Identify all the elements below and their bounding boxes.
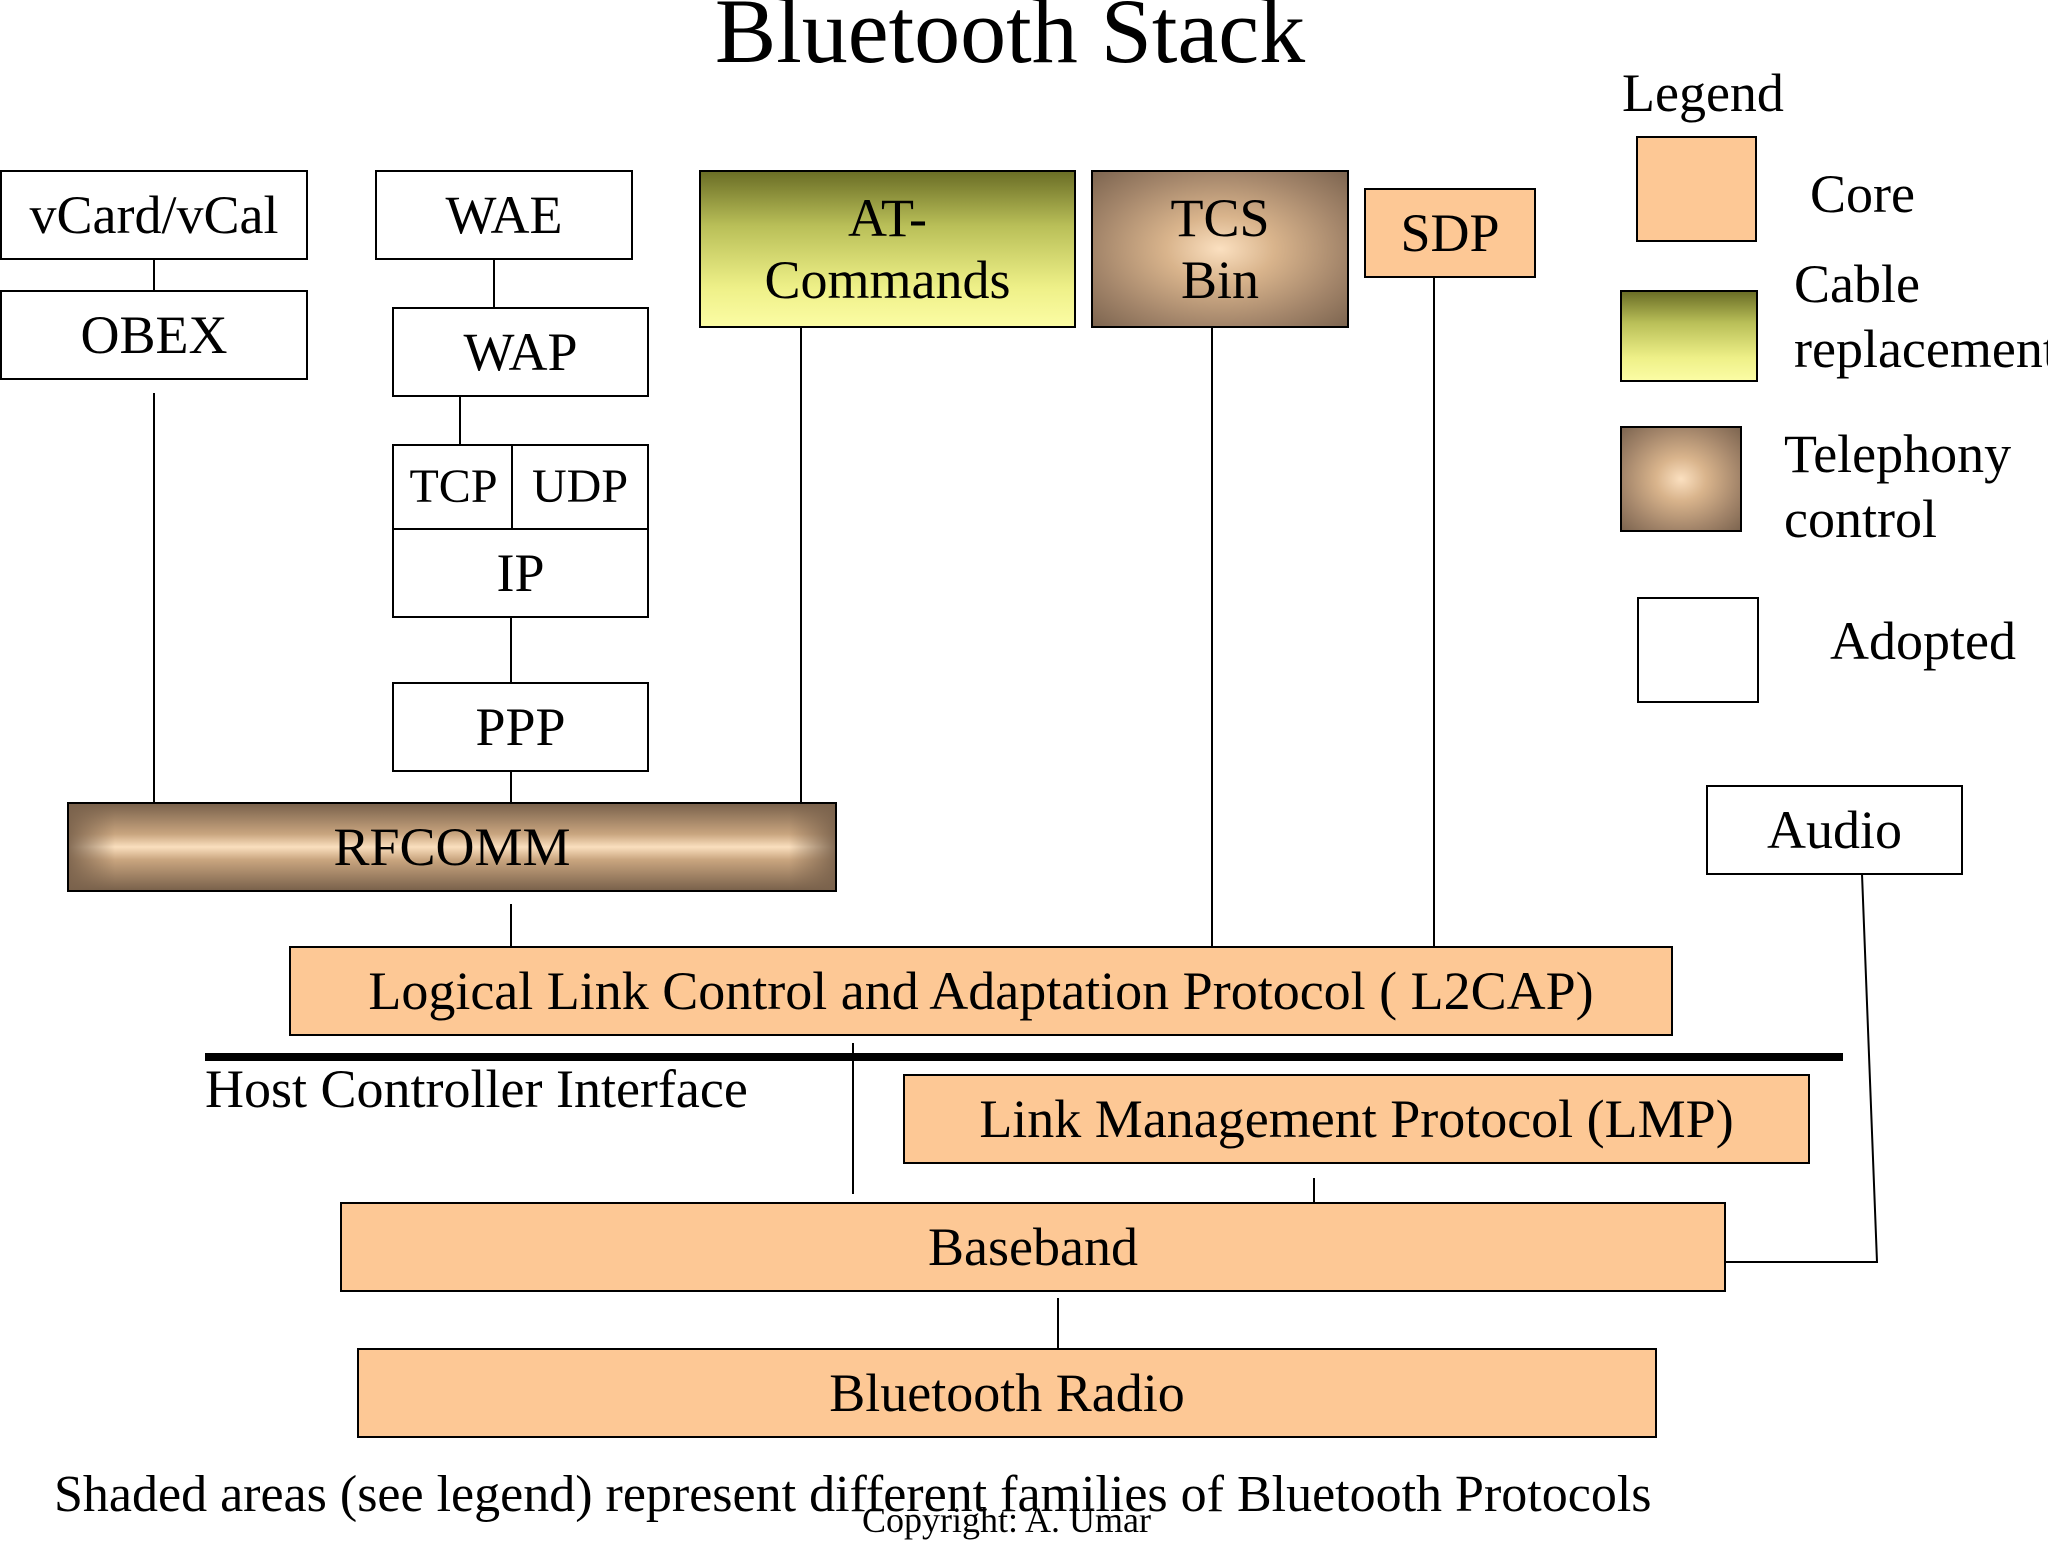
tcs-bin-box: TCS Bin [1091,170,1349,328]
at-commands-box: AT- Commands [699,170,1076,328]
vcard-vcal-box: vCard/vCal [0,170,308,260]
caption: Shaded areas (see legend) represent diff… [54,1466,1652,1523]
ip-box: IP [392,528,649,618]
tcp-box: TCP [392,444,513,530]
connector-audio-baseband [1724,873,1879,1263]
ppp-box: PPP [392,682,649,772]
legend-telephony-label: Telephony control [1784,424,2012,549]
legend-adopted-swatch [1637,597,1759,703]
udp-box: UDP [511,444,649,530]
l2cap-box: Logical Link Control and Adaptation Prot… [289,946,1673,1036]
wap-box: WAP [392,307,649,397]
legend-core-swatch [1636,136,1757,242]
audio-box: Audio [1706,785,1963,875]
obex-box: OBEX [0,290,308,380]
rfcomm-box: RFCOMM [67,802,837,892]
legend-core-label: Core [1810,164,1915,224]
page-title: Bluetooth Stack [714,0,1306,82]
hci-label: Host Controller Interface [205,1059,748,1119]
copyright: Copyright: A. Umar [862,1500,1151,1540]
sdp-box: SDP [1364,188,1536,278]
baseband-box: Baseband [340,1202,1726,1292]
legend-heading: Legend [1622,63,1784,123]
legend-adopted-label: Adopted [1830,611,2016,671]
bluetooth-radio-box: Bluetooth Radio [357,1348,1657,1438]
lmp-box: Link Management Protocol (LMP) [903,1074,1810,1164]
legend-telephony-swatch [1620,426,1742,532]
wae-box: WAE [375,170,633,260]
legend-cable-label: Cable replacement [1794,254,2048,379]
legend-cable-swatch [1620,290,1758,382]
